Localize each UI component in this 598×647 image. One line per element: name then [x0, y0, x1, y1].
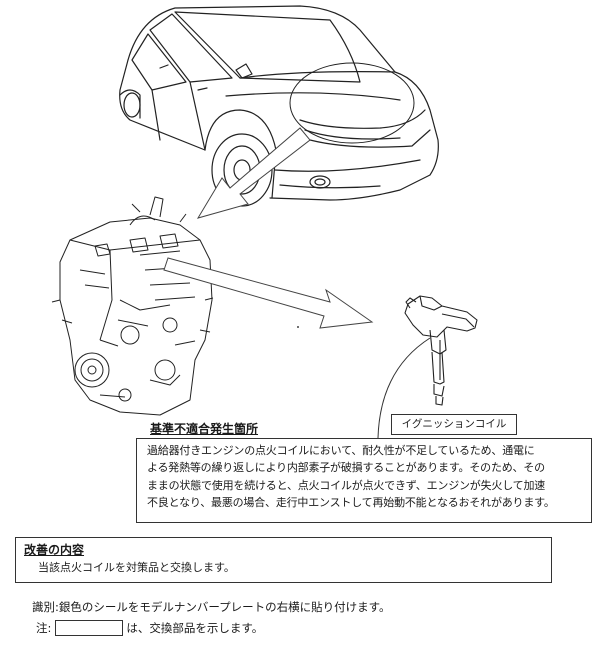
note-line: 注: は、交換部品を示します。: [36, 620, 263, 636]
improvement-title: 改善の内容: [24, 543, 85, 557]
replacement-part-legend-box: [55, 620, 124, 636]
note-prefix: 注:: [36, 621, 52, 635]
description-line: 不良となり、最悪の場合、走行中エンストして再始動不能となるおそれがあります。: [147, 495, 555, 509]
arrow-car-to-engine: [196, 127, 311, 219]
arrow-engine-to-coil: [163, 257, 374, 329]
improvement-box: 改善の内容 当該点火コイルを対策品と交換します。: [15, 537, 552, 583]
description-line: よる発熱等の繰り返しにより内部素子が破損することがあります。そのため、その: [147, 461, 545, 475]
defect-description-box: 過給器付きエンジンの点火コイルにおいて、耐久性が不足しているため、通電に よる発…: [136, 438, 592, 523]
description-line: 過給器付きエンジンの点火コイルにおいて、耐久性が不足しているため、通電に: [147, 444, 535, 457]
recall-illustration: [51, 5, 478, 439]
identification-text: 識別:銀色のシールをモデルナンバープレートの右横に貼り付けます。: [32, 600, 391, 614]
defect-location-label: 基準不適合発生箇所: [150, 422, 259, 436]
note-suffix: は、交換部品を示します。: [126, 621, 264, 635]
improvement-body: 当該点火コイルを対策品と交換します。: [38, 561, 235, 574]
ignition-coil-label: イグニッションコイル: [391, 414, 517, 435]
description-line: ままの状態で使用を続けると、点火コイルが点火できず、エンジンが失火して加速: [147, 478, 546, 492]
car-drawing: [119, 5, 439, 207]
coil-leader-line: [377, 337, 431, 439]
ignition-coil-drawing: [404, 295, 478, 406]
engine-drawing: [51, 196, 214, 416]
